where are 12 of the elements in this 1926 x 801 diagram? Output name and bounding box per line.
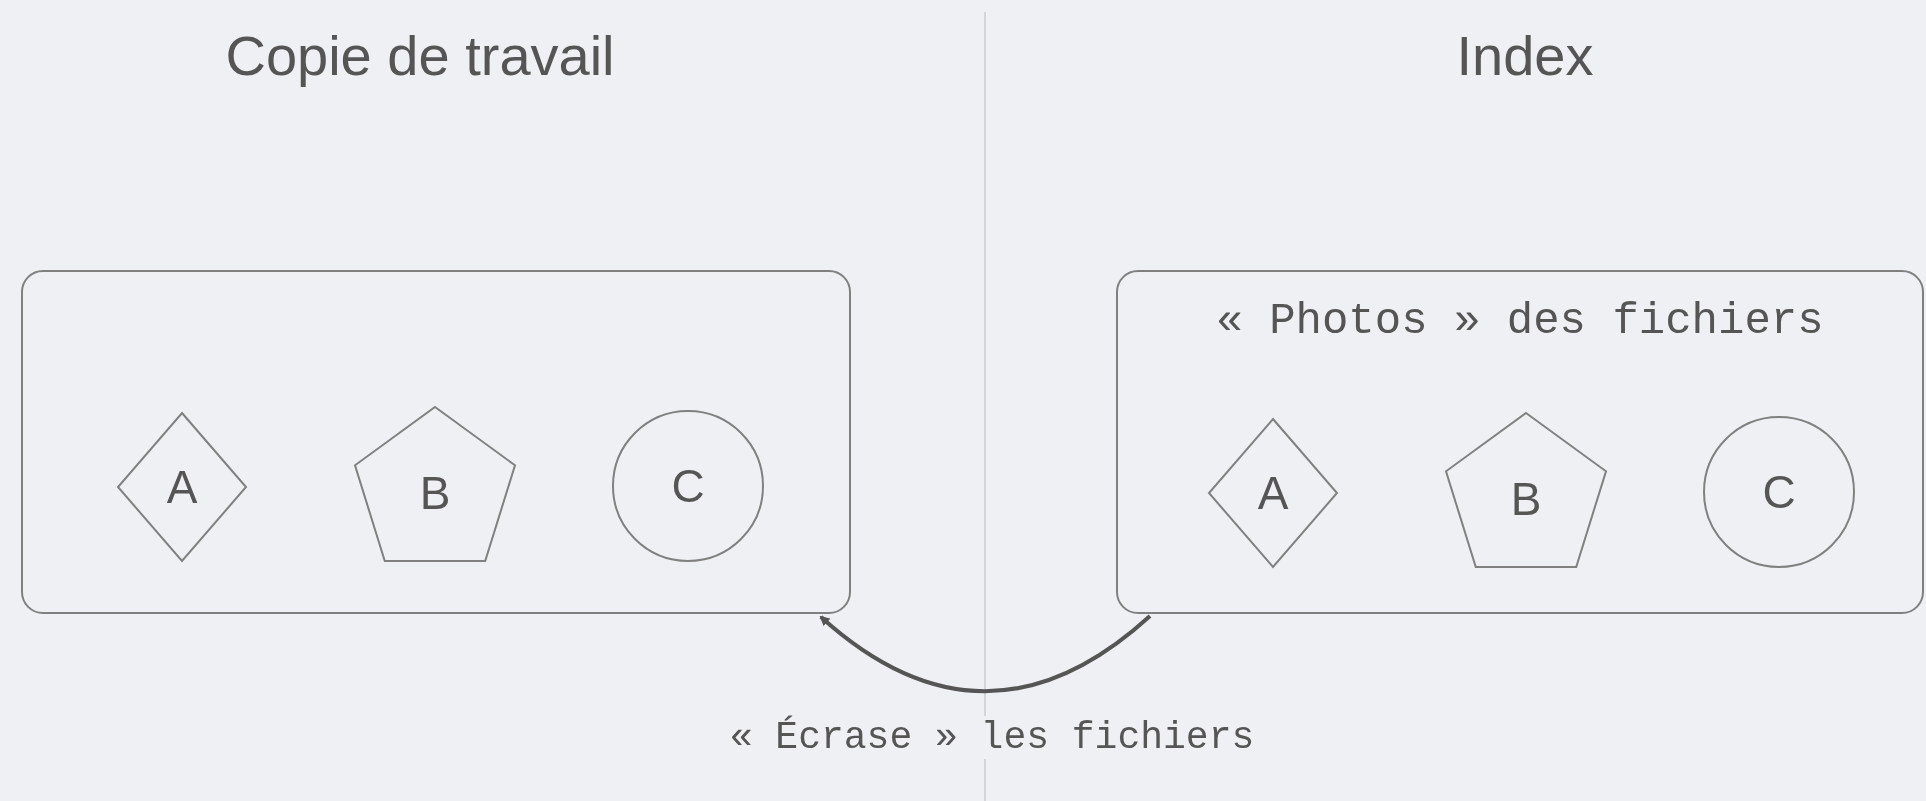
rounded-panel <box>1116 270 1924 614</box>
shape-letter: B <box>1510 472 1542 526</box>
shape-letter: C <box>671 459 705 513</box>
panel-title: « Photos » des fichiers <box>1215 296 1825 346</box>
shape-letter: B <box>419 466 451 520</box>
column-heading: Copie de travail <box>225 23 615 89</box>
column-heading: Index <box>1456 23 1594 89</box>
rounded-panel <box>21 270 851 614</box>
shape-letter: A <box>1257 466 1289 520</box>
shape-letter: A <box>166 460 198 514</box>
shape-letter: C <box>1762 465 1796 519</box>
curved-arrow <box>819 614 1152 694</box>
